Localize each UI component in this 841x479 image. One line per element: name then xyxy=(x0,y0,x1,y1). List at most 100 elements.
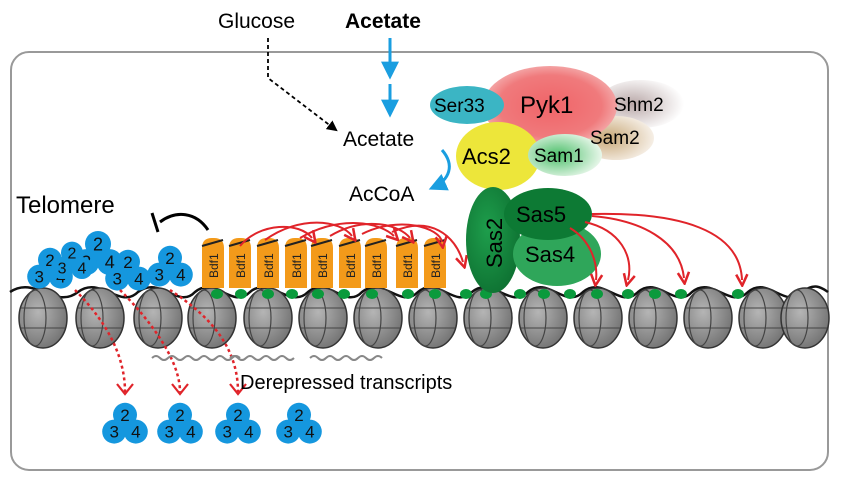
svg-text:2: 2 xyxy=(120,406,129,425)
acetyl-mark xyxy=(211,289,223,299)
nucleosome xyxy=(628,287,678,349)
sir-release-arrowheads xyxy=(116,383,247,396)
glucose-label: Glucose xyxy=(218,10,295,33)
acs2-label: Acs2 xyxy=(462,144,511,169)
svg-text:3: 3 xyxy=(58,261,67,278)
sam2-label: Sam2 xyxy=(590,128,640,149)
sir-release-arrows xyxy=(74,288,240,393)
svg-text:4: 4 xyxy=(131,423,140,442)
sir-complexes-bound: 234234234234234 xyxy=(27,230,193,291)
svg-text:4: 4 xyxy=(186,423,195,442)
svg-text:3: 3 xyxy=(222,423,231,442)
acetyl-mark xyxy=(286,289,298,299)
nucleosome xyxy=(683,287,733,349)
acetyl-mark xyxy=(622,289,634,299)
inhibition-bar xyxy=(150,212,160,233)
nucleosome-array xyxy=(18,287,830,349)
acetyl-mark xyxy=(262,289,274,299)
bdf1-label: Bdf1 xyxy=(316,253,330,278)
acetyl-mark xyxy=(235,289,247,299)
derepressed-transcripts-label: Derepressed transcripts xyxy=(240,372,452,394)
sas5-protein xyxy=(504,188,592,240)
bdf1-label: Bdf1 xyxy=(401,253,415,278)
acetyl-mark xyxy=(338,289,350,299)
nucleosome xyxy=(298,287,348,349)
bdf1-protein: Bdf1 xyxy=(338,238,361,288)
nucleosome xyxy=(518,287,568,349)
nucleosome xyxy=(187,287,237,349)
pyk1-label: Pyk1 xyxy=(520,92,573,119)
svg-text:2: 2 xyxy=(93,234,103,254)
transcript-lines xyxy=(151,355,383,361)
sas2-label: Sas2 xyxy=(482,218,507,268)
bdf1-label: Bdf1 xyxy=(234,253,248,278)
sir-complex: 234 xyxy=(27,247,73,289)
nucleosome xyxy=(353,287,403,349)
acetyl-mark xyxy=(564,289,576,299)
nucleosome xyxy=(738,287,788,349)
svg-text:3: 3 xyxy=(164,423,173,442)
acetyl-mark xyxy=(538,289,550,299)
acetate-to-accoa-arrow xyxy=(428,149,451,191)
acetyl-mark xyxy=(460,289,472,299)
svg-text:2: 2 xyxy=(175,406,184,425)
sas4-label: Sas4 xyxy=(525,242,575,267)
telomere-inhibition-arrow xyxy=(159,213,210,231)
shm2-label: Shm2 xyxy=(614,95,664,116)
bdf1-protein: Bdf1 xyxy=(395,238,418,288)
bdf1-proteins: Bdf1 Bdf1 Bdf1 Bdf1 Bdf1 Bdf1 Bdf1 Bdf1 Bdf1 xyxy=(201,238,446,288)
nucleosome xyxy=(573,287,623,349)
acetyl-mark xyxy=(402,289,414,299)
sam1-label: Sam1 xyxy=(534,146,584,167)
bdf1-protein: Bdf1 xyxy=(201,238,224,288)
acs2-enzyme xyxy=(456,122,540,190)
svg-text:2: 2 xyxy=(165,249,174,268)
svg-text:3: 3 xyxy=(112,270,121,289)
bdf1-protein: Bdf1 xyxy=(256,238,279,288)
svg-text:4: 4 xyxy=(244,423,253,442)
bdf-redistribution-arrows xyxy=(239,221,463,262)
acetyl-mark xyxy=(514,289,526,299)
svg-text:4: 4 xyxy=(105,252,115,272)
bdf1-label: Bdf1 xyxy=(290,253,304,278)
bdf1-label: Bdf1 xyxy=(429,253,443,278)
bdf1-label: Bdf1 xyxy=(207,253,221,278)
acetyl-mark xyxy=(366,289,378,299)
acetyl-mark xyxy=(429,289,441,299)
sas5-label: Sas5 xyxy=(516,202,566,227)
svg-text:4: 4 xyxy=(134,270,143,289)
sam1-enzyme xyxy=(528,134,602,176)
bdf1-label: Bdf1 xyxy=(344,253,358,278)
svg-text:3: 3 xyxy=(154,266,163,285)
bdf1-protein: Bdf1 xyxy=(364,238,387,288)
ser33-enzyme xyxy=(430,86,504,124)
nucleosome xyxy=(133,287,183,349)
bdf1-protein: Bdf1 xyxy=(423,238,446,288)
svg-text:3: 3 xyxy=(34,268,43,287)
acetyl-mark xyxy=(312,289,324,299)
bdf1-protein: Bdf1 xyxy=(310,238,333,288)
svg-text:2: 2 xyxy=(45,251,54,270)
svg-text:4: 4 xyxy=(176,266,185,285)
bdf1-protein: Bdf1 xyxy=(284,238,307,288)
acetyl-mark xyxy=(732,289,744,299)
acetate-inner-label: Acetate xyxy=(343,128,414,151)
sas5-acetylation-arrows xyxy=(569,212,742,280)
svg-text:2: 2 xyxy=(294,406,303,425)
acetyl-mark xyxy=(649,289,661,299)
svg-text:3: 3 xyxy=(283,423,292,442)
bdf1-label: Bdf1 xyxy=(262,253,276,278)
accoa-label: AcCoA xyxy=(349,183,414,206)
acetate-top-label: Acetate xyxy=(345,10,421,33)
nucleosome xyxy=(18,287,68,349)
shm2-enzyme xyxy=(598,80,684,128)
acetyl-marks xyxy=(211,289,744,299)
acetyl-mark xyxy=(591,289,603,299)
